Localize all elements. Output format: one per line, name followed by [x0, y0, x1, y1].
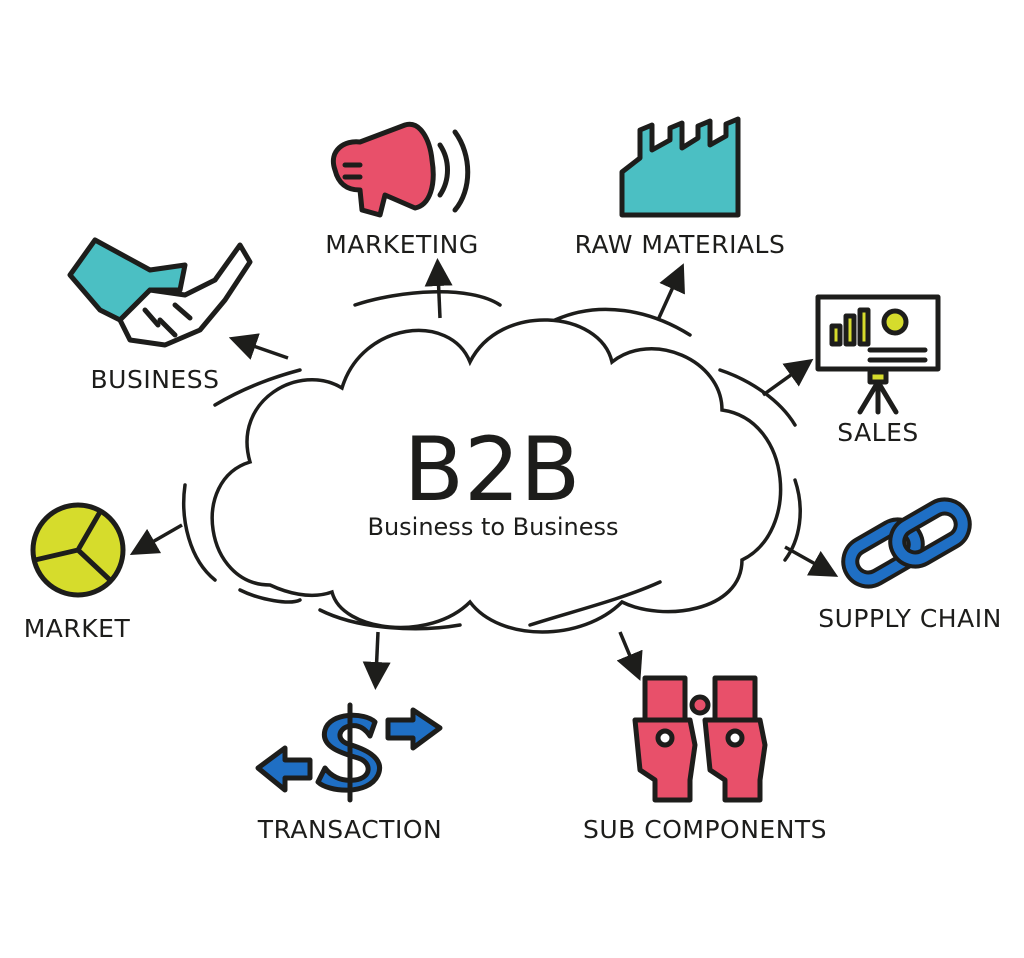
label-sales: SALES	[837, 418, 919, 447]
megaphone-icon	[330, 121, 471, 218]
center-subtitle: Business to Business	[367, 513, 618, 541]
chain-link-icon	[841, 497, 972, 589]
label-business: BUSINESS	[91, 365, 220, 394]
dollar-exchange-icon	[255, 702, 443, 803]
label-supply-chain: SUPPLY CHAIN	[818, 604, 1002, 633]
arrow-market	[129, 523, 183, 555]
label-raw-materials: RAW MATERIALS	[575, 230, 786, 259]
factory-icon	[619, 116, 741, 218]
label-transaction: TRANSACTION	[257, 815, 442, 844]
arrow-sub-components	[616, 631, 643, 681]
cloud	[182, 290, 802, 634]
puzzle-pieces-icon	[632, 675, 768, 803]
arrow-transaction	[362, 631, 391, 690]
pie-chart-icon	[30, 502, 126, 598]
arrow-raw-materials	[656, 263, 685, 321]
label-sub-components: SUB COMPONENTS	[583, 815, 827, 844]
arrows	[129, 258, 839, 690]
arrow-business	[228, 333, 289, 360]
center-title: B2B	[404, 418, 581, 521]
handshake-icon	[67, 237, 253, 348]
arrow-supply-chain	[784, 545, 839, 577]
arrow-sales	[761, 358, 814, 397]
arrow-marketing	[424, 258, 453, 319]
label-marketing: MARKETING	[325, 230, 478, 259]
presentation-board-icon	[815, 294, 941, 415]
label-market: MARKET	[24, 614, 131, 643]
